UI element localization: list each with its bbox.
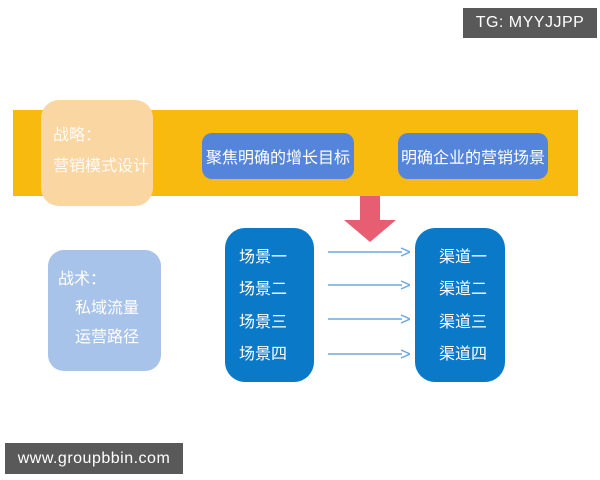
right-arrow-icon [328,280,410,290]
tactics-title-box: 战术： 私域流量 运营路径 [48,250,161,371]
scenario-item: 场景三 [239,313,288,331]
scenario-item: 场景一 [239,249,288,266]
tactics-title-line1: 战术： [58,271,107,288]
right-arrow-icon [328,247,410,257]
goal-pill-growth-target: 聚焦明确的增长目标 [202,133,354,179]
right-arrow-icon [328,314,410,324]
tg-contact-label: TG: MYYJJPP [475,14,585,31]
scenario-list-box: 场景一 场景二 场景三 场景四 [225,228,314,382]
tactics-title-line2: 私域流量 [75,300,140,317]
channel-item: 渠道四 [439,345,488,363]
strategy-title-line2: 营销模式设计 [53,158,150,175]
strategy-title-box: 战略： 营销模式设计 [41,100,153,206]
right-arrow-icon [328,349,410,359]
down-arrow-icon [344,196,396,242]
goal-pill-marketing-scene-label: 明确企业的营销场景 [400,150,545,167]
strategy-title-line1: 战略： [53,127,102,144]
website-label: www.groupbbin.com [17,449,171,467]
channel-item: 渠道一 [439,249,488,266]
tg-contact-badge: TG: MYYJJPP [463,8,597,38]
tactics-title-line3: 运营路径 [75,329,140,346]
scenario-item: 场景二 [239,281,288,299]
channel-list-box: 渠道一 渠道二 渠道三 渠道四 [415,228,505,382]
channel-item: 渠道三 [439,313,488,331]
scenario-item: 场景四 [239,345,288,363]
channel-item: 渠道二 [439,281,488,299]
goal-pill-growth-target-label: 聚焦明确的增长目标 [205,150,350,167]
website-badge: www.groupbbin.com [5,443,183,474]
goal-pill-marketing-scene: 明确企业的营销场景 [398,133,548,179]
